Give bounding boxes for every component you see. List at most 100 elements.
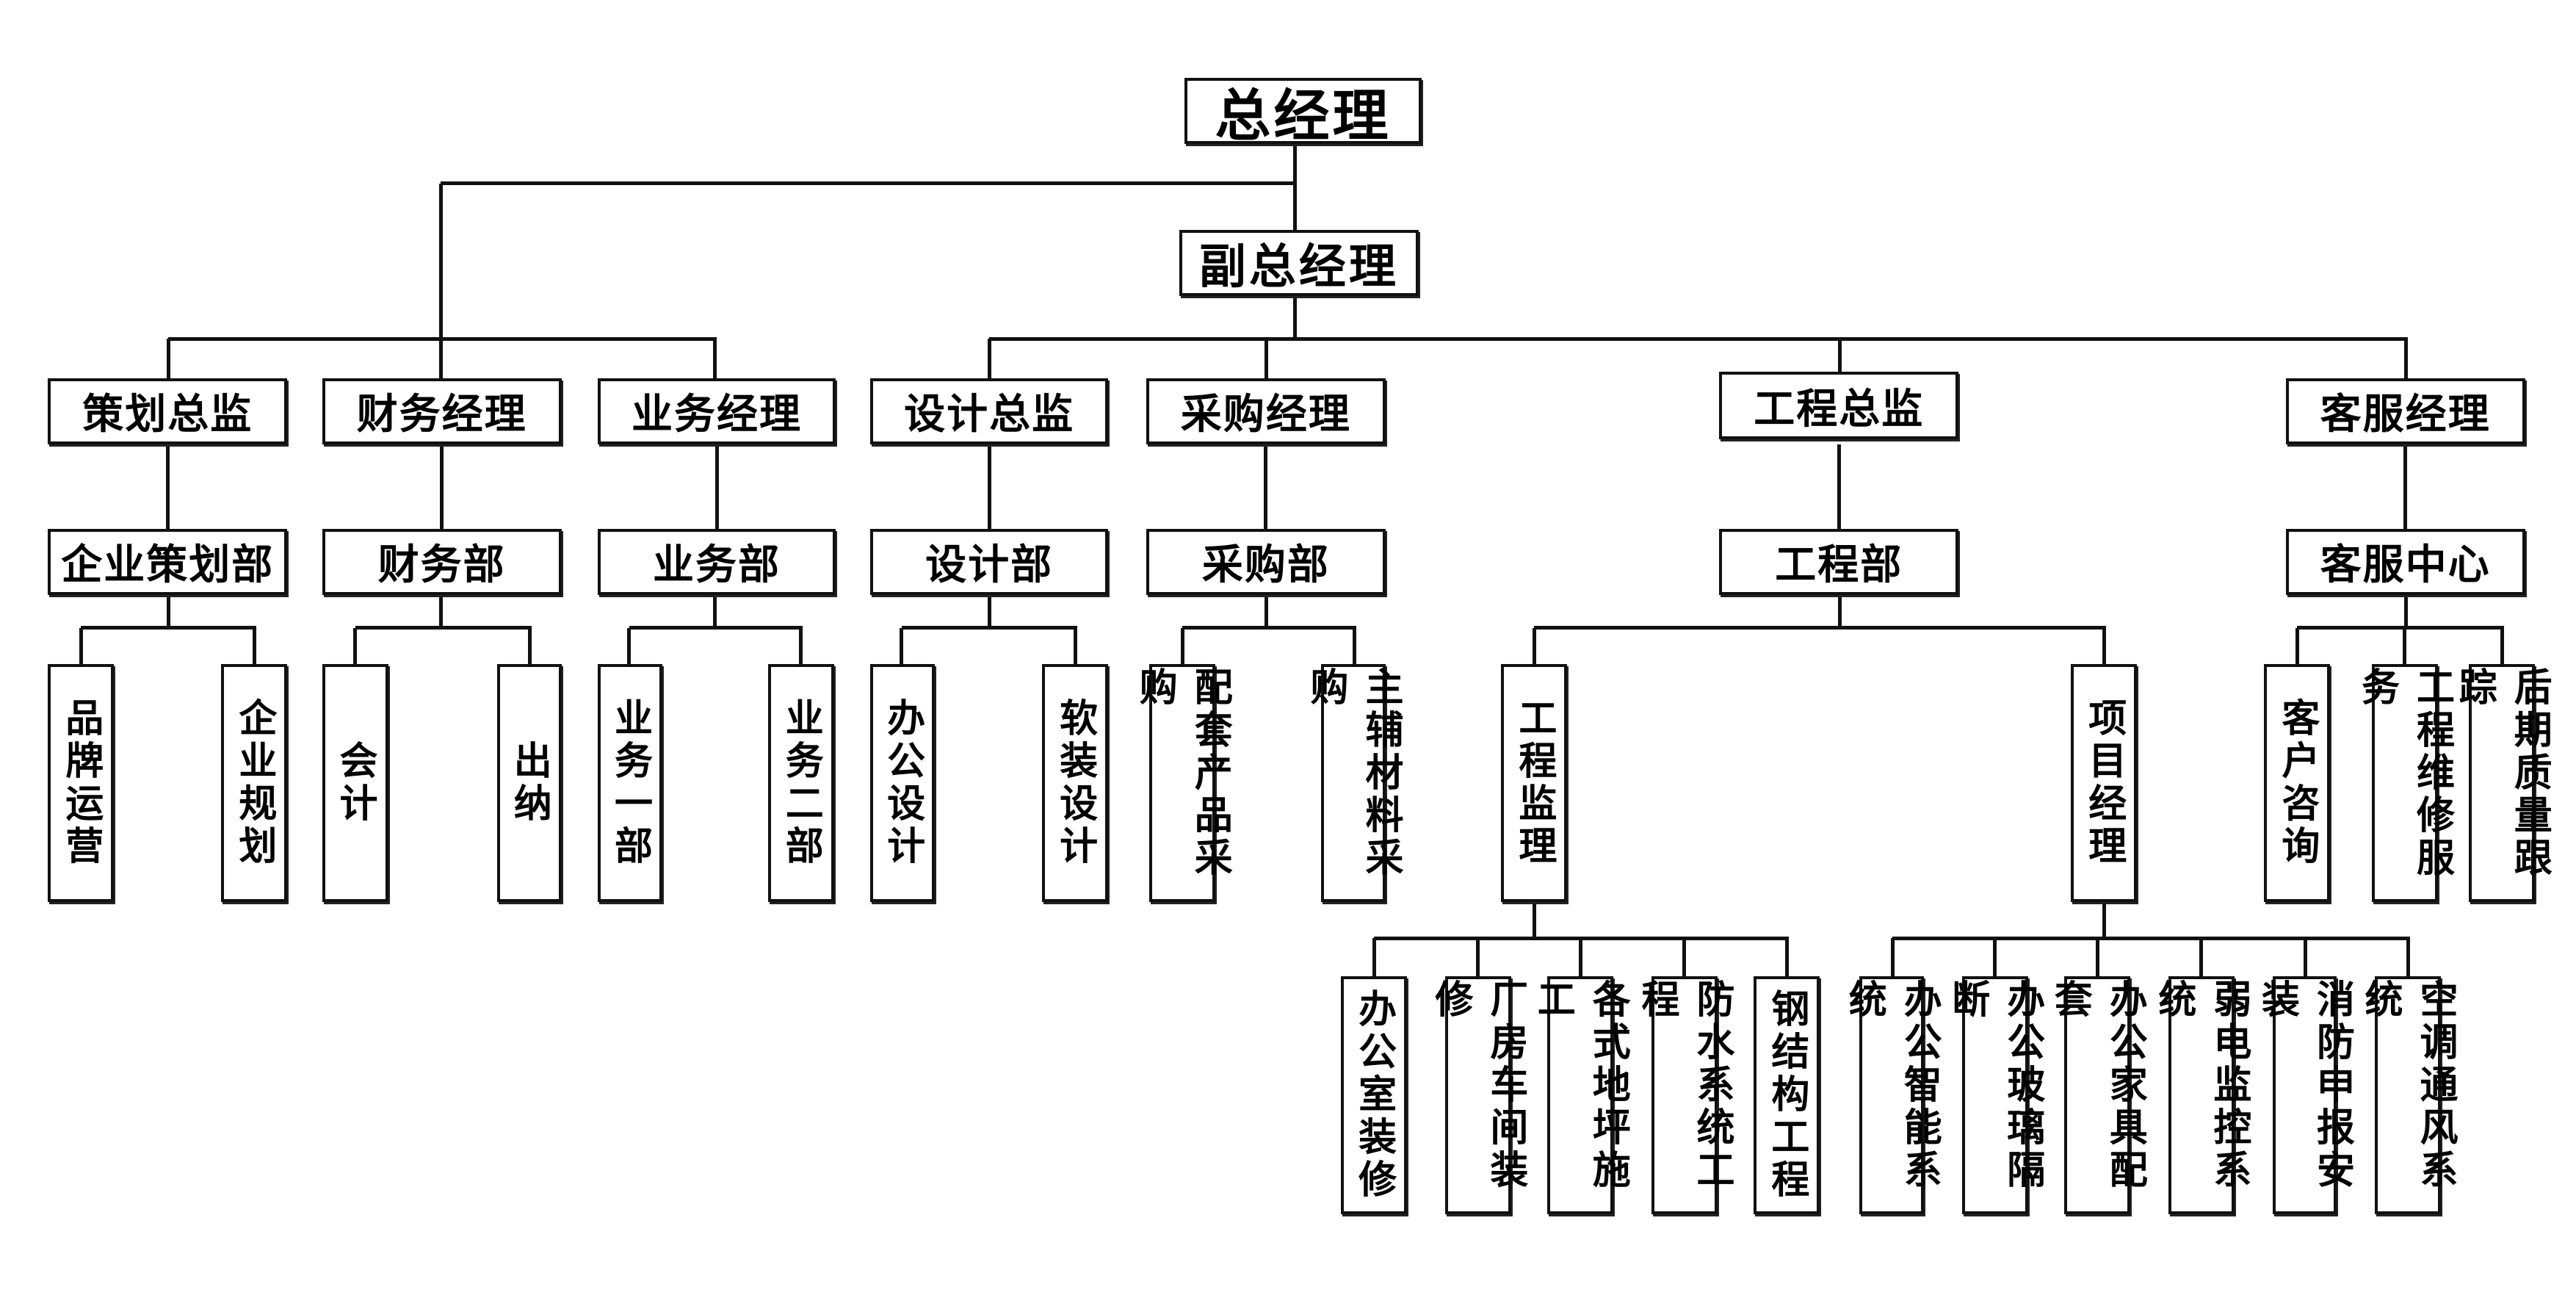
node-team[interactable]: 防水系统工程 — [1635, 976, 1734, 1214]
node-department[interactable]: 设计部 — [870, 528, 1109, 595]
connector-line — [1265, 594, 1269, 628]
connector-line — [1534, 626, 2106, 630]
node-unit[interactable]: 工程维修服务 — [2355, 664, 2454, 902]
connector-line — [900, 627, 904, 665]
connector-line — [353, 627, 358, 665]
node-director[interactable]: 财务经理 — [322, 378, 562, 444]
connector-line — [2295, 627, 2299, 665]
connector-line — [166, 339, 170, 378]
connector-line — [2406, 938, 2410, 977]
node-director[interactable]: 策划总监 — [48, 378, 288, 444]
connector-line — [2404, 594, 2409, 628]
node-director[interactable]: 客服经理 — [2285, 378, 2525, 444]
node-director[interactable]: 工程总监 — [1719, 372, 1959, 440]
node-deputy-general-manager[interactable]: 副总经理 — [1179, 229, 1419, 296]
connector-line — [166, 594, 170, 628]
node-department[interactable]: 业务部 — [598, 528, 836, 595]
connector-line — [1182, 626, 1356, 630]
connector-line — [2102, 627, 2106, 665]
node-unit[interactable]: 项目经理 — [2071, 664, 2138, 902]
node-team[interactable]: 弱电监控系统 — [2152, 976, 2251, 1214]
connector-line — [438, 183, 443, 339]
node-unit[interactable]: 会计 — [322, 664, 388, 902]
connector-line — [79, 627, 83, 665]
node-unit[interactable]: 工程监理 — [1501, 664, 1568, 902]
node-team[interactable]: 钢结构工程 — [1754, 976, 1820, 1214]
connector-line — [713, 339, 717, 378]
node-unit[interactable]: 后期质量跟踪 — [2452, 664, 2551, 902]
connector-line — [438, 594, 443, 628]
connector-line — [1476, 938, 1480, 977]
node-unit[interactable]: 出纳 — [496, 664, 562, 902]
node-department[interactable]: 财务部 — [322, 528, 562, 595]
connector-line — [2199, 938, 2204, 977]
connector-line — [1180, 627, 1184, 665]
node-unit[interactable]: 业务二部 — [767, 664, 834, 902]
connector-line — [1993, 938, 1997, 977]
node-unit[interactable]: 业务一部 — [598, 664, 662, 902]
node-team[interactable]: 各式地坪施工 — [1530, 976, 1629, 1214]
node-department[interactable]: 工程部 — [1719, 528, 1959, 595]
connector-line — [1264, 444, 1268, 529]
node-team[interactable]: 办公玻璃隔断 — [1945, 976, 2044, 1214]
node-team[interactable]: 办公室装修 — [1341, 976, 1408, 1214]
node-unit[interactable]: 客户咨询 — [2264, 664, 2331, 902]
connector-line — [987, 444, 991, 529]
connector-line — [1890, 938, 1895, 977]
node-unit[interactable]: 企业规划 — [221, 664, 288, 902]
connector-line — [355, 626, 532, 630]
connector-line — [2095, 938, 2099, 977]
connector-line — [2102, 901, 2106, 939]
node-unit[interactable]: 品牌运营 — [48, 664, 115, 902]
connector-line — [1837, 444, 1841, 529]
connector-line — [629, 626, 803, 630]
connector-line — [438, 339, 443, 378]
node-team[interactable]: 厂房车间装修 — [1428, 976, 1527, 1214]
connector-line — [528, 627, 532, 665]
connector-line — [2297, 626, 2504, 630]
connector-line — [1372, 938, 1376, 977]
connector-line — [1265, 339, 1269, 378]
connector-line — [2404, 339, 2409, 378]
connector-line — [2403, 627, 2407, 665]
connector-line — [989, 336, 2409, 341]
connector-line — [165, 444, 170, 529]
connector-line — [1352, 627, 1356, 665]
node-unit[interactable]: 主辅材料采购 — [1303, 664, 1403, 902]
node-director[interactable]: 业务经理 — [598, 378, 836, 444]
connector-line — [627, 627, 632, 665]
connector-line — [1073, 627, 1077, 665]
connector-line — [901, 626, 1077, 630]
node-director[interactable]: 设计总监 — [870, 378, 1109, 444]
node-department[interactable]: 客服中心 — [2285, 528, 2525, 595]
node-team[interactable]: 空调通风系统 — [2358, 976, 2457, 1214]
connector-line — [714, 444, 719, 529]
node-unit[interactable]: 软装设计 — [1042, 664, 1109, 902]
connector-line — [1578, 938, 1582, 977]
node-unit[interactable]: 办公设计 — [870, 664, 935, 902]
connector-line — [1837, 339, 1842, 378]
connector-line — [987, 339, 991, 378]
connector-line — [1292, 295, 1297, 339]
connector-line — [2403, 444, 2408, 529]
node-department[interactable]: 企业策划部 — [48, 528, 288, 595]
connector-line — [2500, 627, 2504, 665]
connector-line — [1892, 936, 2410, 940]
node-team[interactable]: 消防申报安装 — [2254, 976, 2354, 1214]
node-general-manager[interactable]: 总经理 — [1184, 77, 1422, 148]
node-unit[interactable]: 配套产品采购 — [1132, 664, 1231, 902]
connector-line — [1837, 594, 1842, 628]
connector-line — [2304, 938, 2308, 977]
connector-line — [440, 444, 444, 529]
connector-line — [713, 594, 717, 628]
connector-line — [1532, 901, 1536, 939]
connector-line — [252, 627, 256, 665]
connector-line — [1532, 627, 1536, 665]
node-director[interactable]: 采购经理 — [1146, 378, 1386, 444]
node-team[interactable]: 办公家具配套 — [2047, 976, 2146, 1214]
connector-line — [799, 627, 803, 665]
node-department[interactable]: 采购部 — [1146, 528, 1386, 595]
node-team[interactable]: 办公智能系统 — [1842, 976, 1941, 1214]
connector-line — [987, 594, 991, 628]
connector-line — [441, 181, 1297, 186]
